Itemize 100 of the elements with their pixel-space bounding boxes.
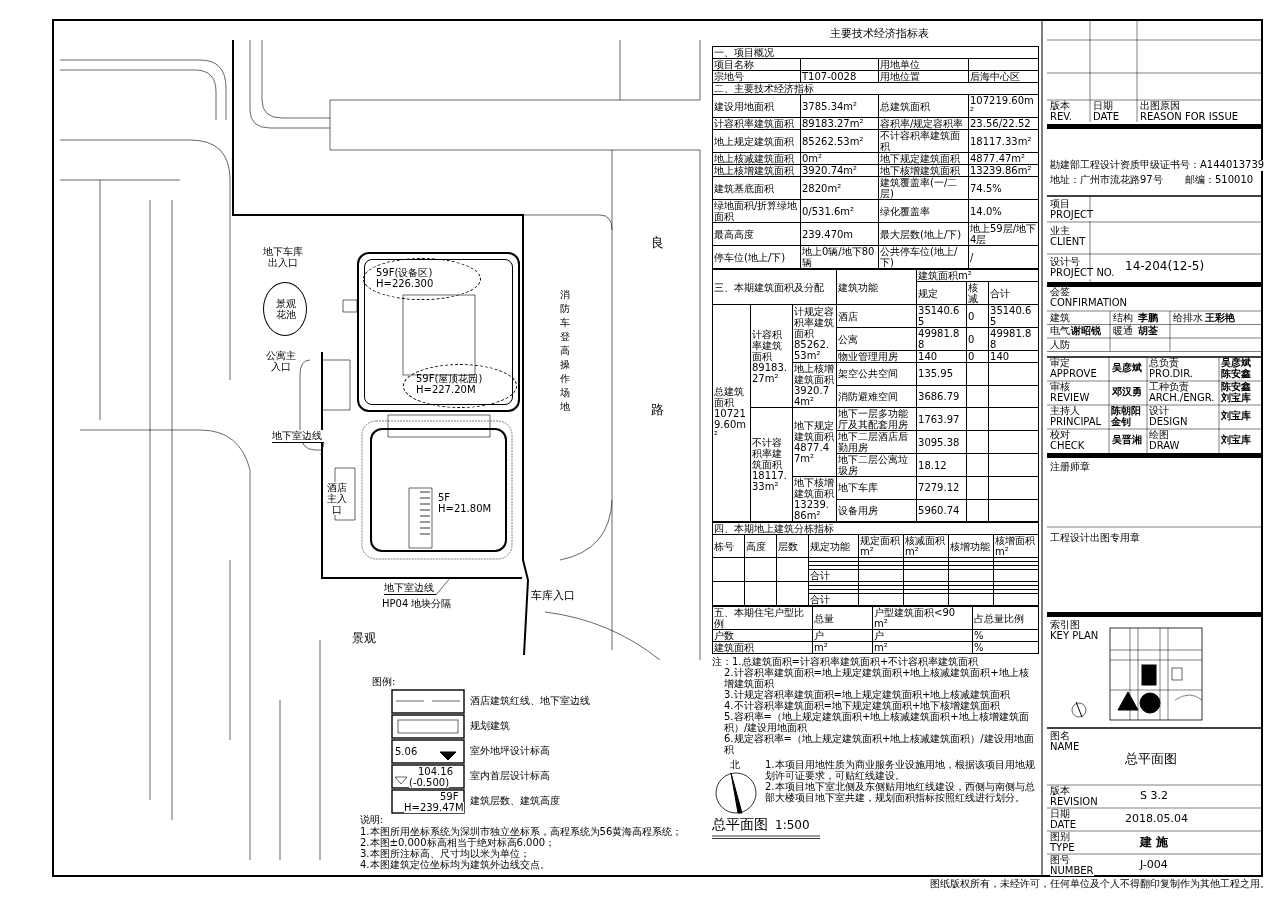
field-label: 索引图: [1050, 620, 1080, 631]
field-label: PROJECT NO.: [1050, 268, 1115, 279]
field-label: ARCH./ENGR.: [1149, 393, 1215, 404]
field-label: TYPE: [1050, 842, 1075, 853]
table-cell: 后海中心区: [968, 70, 1039, 83]
table-cell: 13239.86m²: [968, 164, 1039, 177]
table-cell: 1763.97: [916, 407, 967, 431]
table-cell: 建筑功能: [836, 269, 917, 305]
table-cell: 地下规定建筑面积 4877.47m²: [792, 407, 837, 477]
table-cell: 地上规定建筑面积: [712, 129, 801, 153]
table-cell: 地上0辆/地下80辆: [800, 245, 879, 269]
field-label: 结构: [1113, 312, 1133, 323]
field-label: 工种负责: [1149, 382, 1189, 393]
field-label: 电气: [1050, 326, 1070, 337]
table-cell: 地下一层多功能厅及其配套用房: [836, 407, 917, 431]
person-name: 吴彦斌: [1112, 363, 1142, 374]
table-cell: 4877.47m²: [968, 152, 1039, 165]
field-value: 2018.05.04: [1125, 813, 1188, 825]
table-cell: 0: [966, 327, 989, 351]
note-text: 1.本项目用地性质为商业服务业设施用地，根据该项目用地规划许可证要求，可贴红线建设。: [765, 759, 1037, 781]
table-cell: 7279.12: [916, 476, 967, 499]
field-label: DRAW: [1149, 441, 1180, 452]
field-label: 总负责: [1149, 358, 1179, 369]
table-cell: 建筑基底面积: [712, 176, 801, 200]
table-cell: 停车位(地上/下): [712, 245, 801, 269]
field-label: 注册师章: [1050, 462, 1090, 473]
field-label: DESIGN: [1149, 417, 1188, 428]
table-cell: 49981.88: [988, 327, 1039, 351]
table-cell: 地下核增建筑面积 13239.86m²: [792, 476, 837, 522]
field-label: 主持人: [1050, 406, 1080, 417]
height-value: H=239.47M: [404, 802, 464, 813]
table-cell: 总建筑面积: [878, 94, 969, 118]
field-value: S 3.2: [1140, 790, 1168, 802]
field-label: 版本: [1050, 786, 1070, 797]
table-cell: 89183.27m²: [800, 117, 879, 130]
table-cell: 核减: [966, 281, 989, 305]
table-cell: 核增面积m²: [993, 534, 1039, 558]
field-label: CONFIRMATION: [1050, 298, 1128, 309]
field-label: KEY PLAN: [1050, 631, 1099, 642]
person-name: 胡荃: [1138, 326, 1158, 337]
table-cell: 二、主要技术经济指标: [712, 82, 1039, 95]
table-cell: 物业管理用房: [836, 350, 917, 363]
table-cell: 户: [872, 629, 973, 642]
table-cell: 计规定容积率建筑面积 85262.53m²: [792, 304, 837, 363]
table-cell: 地上核减建筑面积: [712, 152, 801, 165]
table-cell: 地上核增建筑面积: [712, 164, 801, 177]
table-cell: 户型建筑面积<90 m²: [872, 606, 973, 630]
leader-line: [435, 577, 451, 596]
field-value: 建 施: [1140, 836, 1169, 849]
table-cell: 地下车库: [836, 476, 917, 499]
legend-heading: 图例:: [372, 676, 396, 687]
field-label: 审定: [1050, 358, 1070, 369]
table-cell: 5960.74: [916, 499, 967, 522]
table-cell: m²: [812, 641, 873, 654]
drawing-title: 总平面图: [712, 817, 768, 833]
table-cell: 规定面积m²: [858, 534, 904, 558]
table-cell: 项目名称: [712, 58, 801, 71]
table-cell: 18117.33m²: [968, 129, 1039, 153]
entrance-label: 地下车库出入口: [262, 246, 304, 268]
person-name: 李鹏: [1138, 312, 1158, 323]
plot-label: HP04 地块分隔: [382, 598, 452, 609]
leader-text: 地下室边线: [384, 582, 436, 595]
table-cell: 0: [966, 304, 989, 328]
elevation-value: 5.06: [395, 746, 418, 757]
table-cell: 3095.38: [916, 430, 967, 454]
tower-outline: [357, 252, 520, 412]
postcode-text: 邮编：510010: [1185, 175, 1254, 186]
field-label: 图号: [1050, 855, 1070, 866]
note-text: 2.本项目地下室北侧及东侧贴用地红线建设，西侧与南侧与总部大楼项目地下室共建，规划面积指标按照红线进行划分。: [765, 781, 1037, 803]
table-cell: 0: [966, 350, 989, 363]
field-label: 校对: [1050, 430, 1070, 441]
table-cell: 酒店: [836, 304, 917, 328]
table-cell: 建筑面积: [712, 641, 813, 654]
notes-heading: 说明:: [360, 814, 384, 825]
table-cell: 架空公共空间: [836, 362, 917, 385]
table-cell: 140: [916, 350, 967, 363]
table-cell: %: [972, 629, 1039, 642]
table-cell: 设备用房: [836, 499, 917, 522]
podium-outline: 5F H=21.80M: [370, 428, 507, 552]
elevation-value: 104.16: [418, 766, 453, 777]
table-cell: %: [972, 641, 1039, 654]
entrance-label: 车库入口: [531, 590, 575, 603]
field-label: 图名: [1050, 731, 1070, 742]
field-label: NAME: [1050, 742, 1080, 753]
table-cell: 公共停车位(地上/下): [878, 245, 969, 269]
table-cell: 总建筑面积 107219.60m²: [712, 304, 751, 522]
legend-text: 室内首层设计标高: [470, 770, 550, 781]
field-label: 版本: [1050, 101, 1070, 112]
table-cell: 最高高度: [712, 222, 801, 246]
field-label: REVIEW: [1050, 393, 1090, 404]
field-label: PRO.DIR.: [1149, 369, 1194, 380]
table-cell: 公寓: [836, 327, 917, 351]
area-label: 景观: [352, 632, 376, 646]
table-cell: 计容积率建筑面积: [712, 117, 801, 130]
table-cell: 85262.53m²: [800, 129, 879, 153]
field-label: REVISION: [1050, 796, 1098, 807]
table-cell: 3920.74m²: [800, 164, 879, 177]
table-cell: 239.470m: [800, 222, 879, 246]
table-cell: 三、本期建筑面积及分配: [712, 269, 837, 305]
legend-text: 规划建筑: [470, 720, 510, 731]
